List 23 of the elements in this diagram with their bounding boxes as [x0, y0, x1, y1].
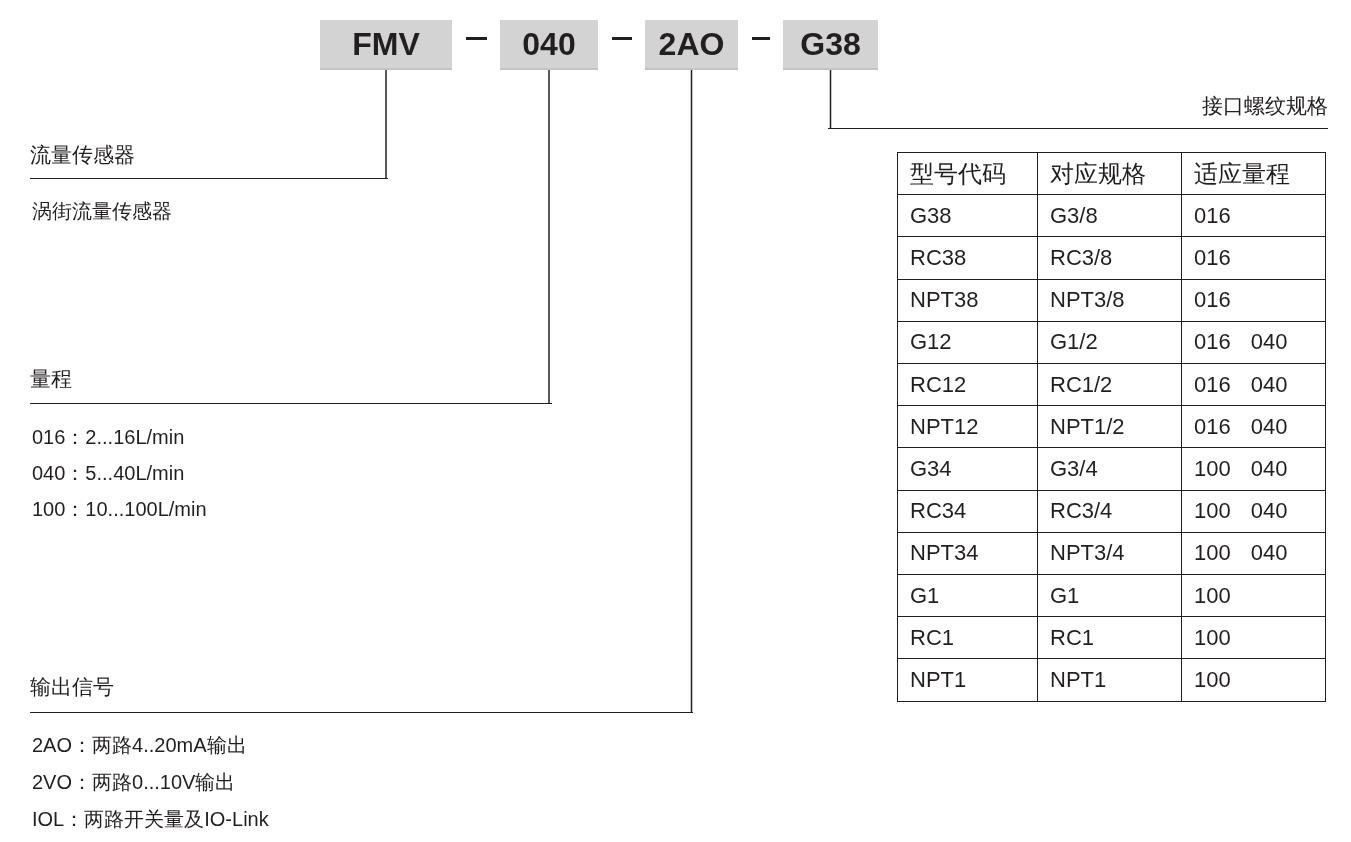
leader-line — [385, 69, 387, 180]
option-heading: 量程 — [30, 358, 552, 404]
table-header-cell: 适应量程 — [1181, 152, 1326, 196]
option-description: 016：2...16L/min — [32, 425, 185, 450]
option-description: 040：5...40L/min — [32, 461, 185, 486]
leader-line — [829, 69, 832, 130]
model-code-segment: FMV — [320, 20, 452, 70]
leader-line — [548, 69, 550, 405]
table-cell: 100 — [1181, 658, 1326, 702]
option-description: 2AO：两路4..20mA输出 — [32, 733, 247, 758]
option-heading: 流量传感器 — [30, 135, 388, 179]
option-description: IOL：两路开关量及IO-Link — [32, 807, 269, 832]
option-heading: 接口螺纹规格 — [828, 88, 1328, 129]
model-code-segment: 040 — [500, 20, 598, 70]
leader-line — [690, 69, 693, 714]
option-description: 涡街流量传感器 — [32, 199, 172, 224]
model-code-segment: 2AO — [645, 20, 738, 70]
table-header-cell: 型号代码 — [897, 152, 1038, 196]
table-cell: NPT1 — [897, 658, 1038, 702]
option-heading: 输出信号 — [30, 666, 693, 713]
option-description: 100：10...100L/min — [32, 497, 207, 522]
model-code-segment: G38 — [783, 20, 878, 70]
option-description: 2VO：两路0...10V输出 — [32, 770, 236, 795]
